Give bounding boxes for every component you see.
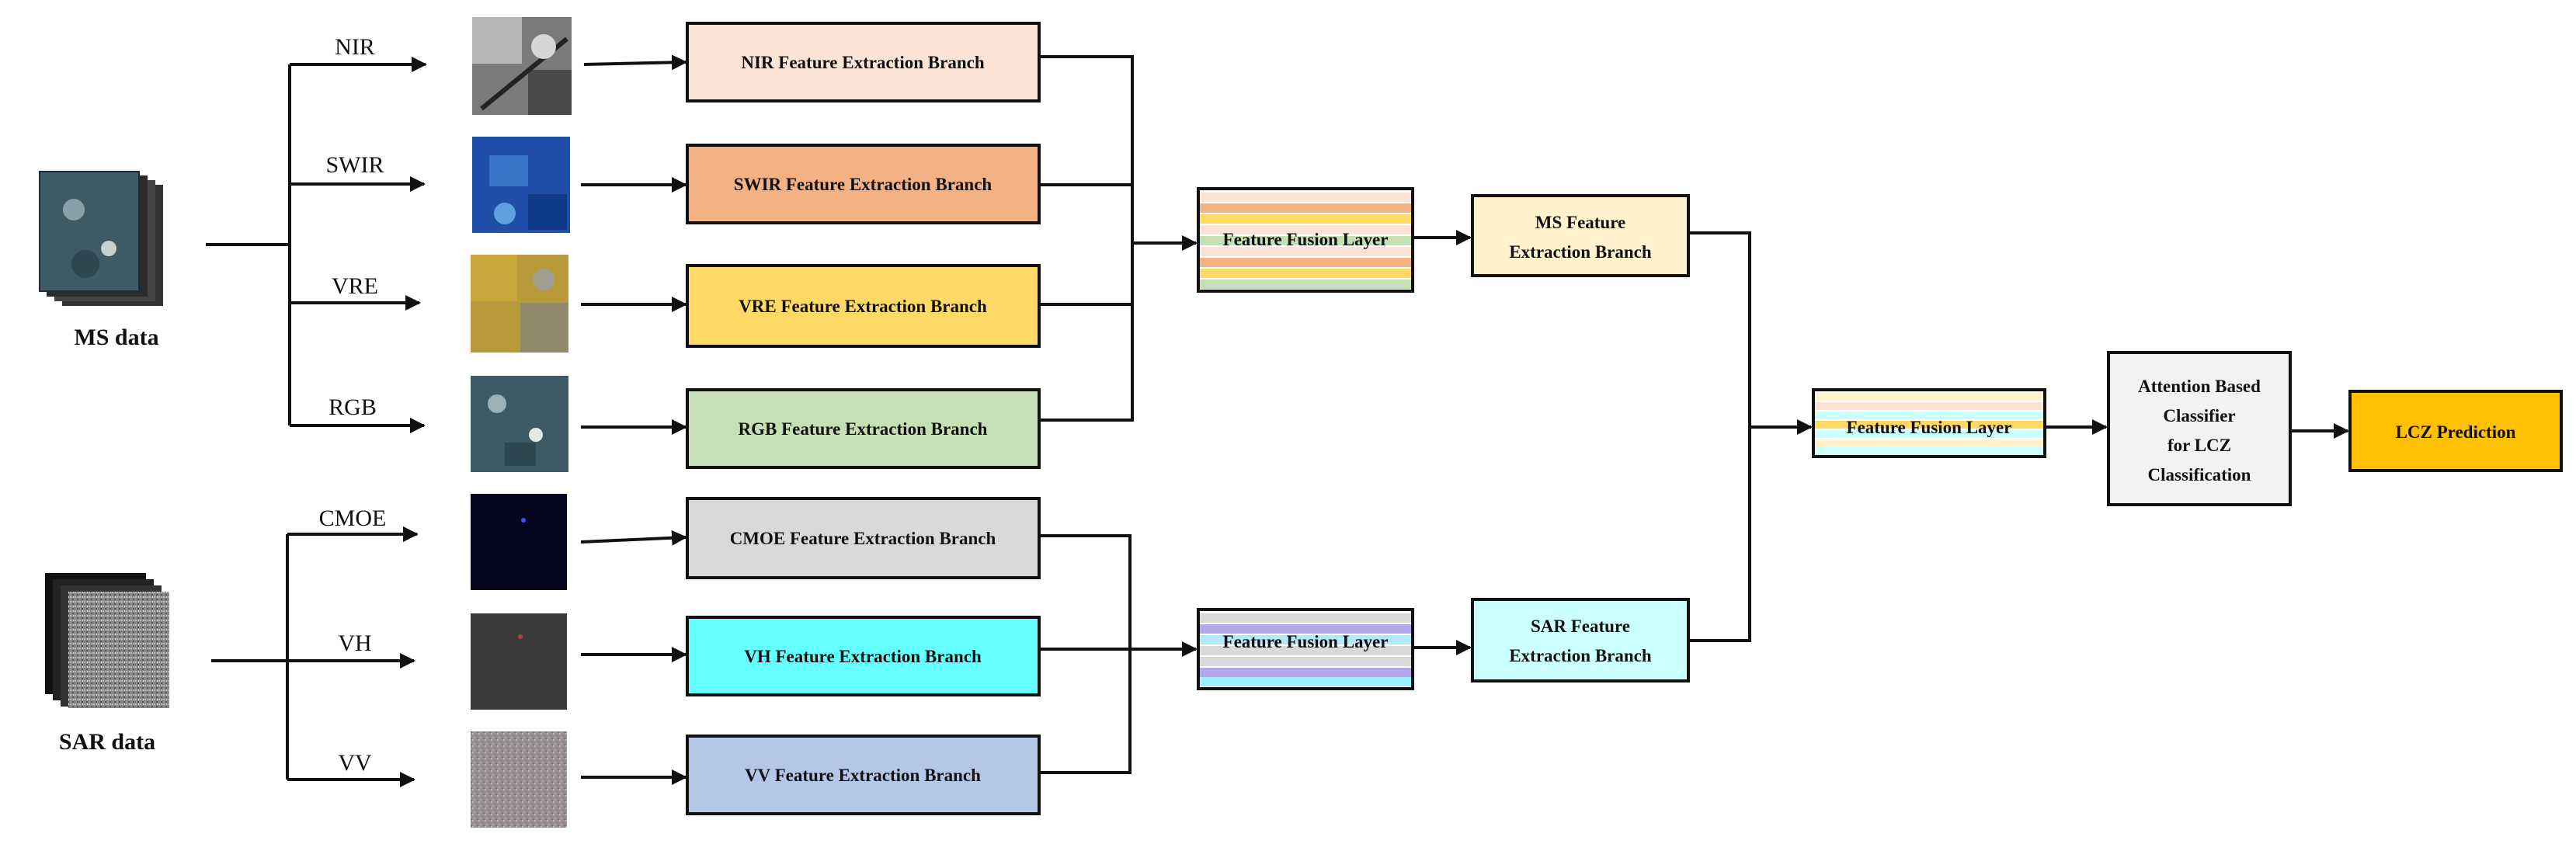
attention-classifier: Attention Based Classifier for LCZ Class… bbox=[2107, 351, 2292, 506]
ms-data-stack bbox=[39, 171, 163, 306]
ms-feature-extraction-branch: MS Feature Extraction Branch bbox=[1471, 194, 1690, 277]
stage2-merge-connector bbox=[1688, 231, 1813, 642]
branch-cmoe: CMOE Feature Extraction Branch bbox=[686, 497, 1041, 579]
band-label-nir: NIR bbox=[335, 34, 375, 60]
thumbnail-to-branch-arrows bbox=[580, 54, 687, 785]
branch-nir: NIR Feature Extraction Branch bbox=[686, 22, 1041, 102]
classifier-line3: for LCZ bbox=[2168, 436, 2231, 455]
thumbnail-rgb bbox=[471, 376, 568, 472]
ms-fusion-label: Feature Fusion Layer bbox=[1223, 230, 1389, 249]
lcz-prediction-label: LCZ Prediction bbox=[2396, 422, 2516, 442]
sar-feature-extraction-branch: SAR Feature Extraction Branch bbox=[1471, 598, 1690, 682]
sar-feature-line2: Extraction Branch bbox=[1509, 646, 1652, 665]
branch-rgb-label: RGB Feature Extraction Branch bbox=[739, 419, 988, 439]
thumbnail-swir bbox=[472, 137, 570, 233]
band-label-vre: VRE bbox=[332, 273, 378, 299]
branch-rgb: RGB Feature Extraction Branch bbox=[686, 388, 1041, 469]
ms-merge-connector bbox=[1039, 55, 1198, 422]
sar-split-connector bbox=[211, 526, 419, 787]
branch-swir: SWIR Feature Extraction Branch bbox=[686, 144, 1041, 224]
thumbnail-cmoe bbox=[471, 494, 567, 590]
classifier-line1: Attention Based bbox=[2138, 377, 2261, 396]
band-label-rgb: RGB bbox=[329, 394, 377, 420]
branch-vh: VH Feature Extraction Branch bbox=[686, 616, 1041, 696]
branch-swir-label: SWIR Feature Extraction Branch bbox=[734, 175, 993, 194]
branch-vv: VV Feature Extraction Branch bbox=[686, 735, 1041, 815]
sar-feature-line1: SAR Feature bbox=[1531, 617, 1630, 636]
ms-feature-line2: Extraction Branch bbox=[1509, 242, 1652, 262]
final-fusion-label: Feature Fusion Layer bbox=[1847, 418, 2012, 437]
band-label-vv: VV bbox=[338, 750, 372, 776]
band-label-swir: SWIR bbox=[326, 152, 384, 178]
classifier-line2: Classifier bbox=[2163, 406, 2235, 425]
thumbnail-vre bbox=[471, 255, 568, 353]
thumbnail-nir bbox=[472, 17, 572, 115]
sar-merge-connector bbox=[1039, 534, 1198, 774]
branch-cmoe-label: CMOE Feature Extraction Branch bbox=[730, 529, 996, 548]
ms-feature-line1: MS Feature bbox=[1535, 213, 1625, 232]
thumbnail-vh bbox=[471, 613, 567, 710]
final-feature-fusion-layer: Feature Fusion Layer bbox=[1812, 388, 2046, 458]
branch-vh-label: VH Feature Extraction Branch bbox=[744, 647, 982, 666]
band-label-vh: VH bbox=[338, 630, 371, 656]
branch-vv-label: VV Feature Extraction Branch bbox=[745, 766, 981, 785]
thumbnail-vv bbox=[471, 731, 567, 828]
band-label-cmoe: CMOE bbox=[319, 505, 387, 531]
branch-nir-label: NIR Feature Extraction Branch bbox=[741, 53, 984, 72]
ms-data-label: MS data bbox=[74, 325, 158, 350]
sar-data-stack bbox=[45, 573, 169, 708]
sar-fusion-label: Feature Fusion Layer bbox=[1223, 632, 1389, 651]
branch-vre-label: VRE Feature Extraction Branch bbox=[739, 297, 987, 316]
ms-feature-fusion-layer: Feature Fusion Layer bbox=[1197, 187, 1414, 293]
sar-feature-fusion-layer: Feature Fusion Layer bbox=[1197, 608, 1414, 690]
lcz-prediction: LCZ Prediction bbox=[2348, 390, 2563, 472]
sar-data-label: SAR data bbox=[59, 729, 155, 755]
classifier-line4: Classification bbox=[2148, 465, 2251, 485]
branch-vre: VRE Feature Extraction Branch bbox=[686, 264, 1041, 348]
ms-split-connector bbox=[206, 57, 427, 433]
